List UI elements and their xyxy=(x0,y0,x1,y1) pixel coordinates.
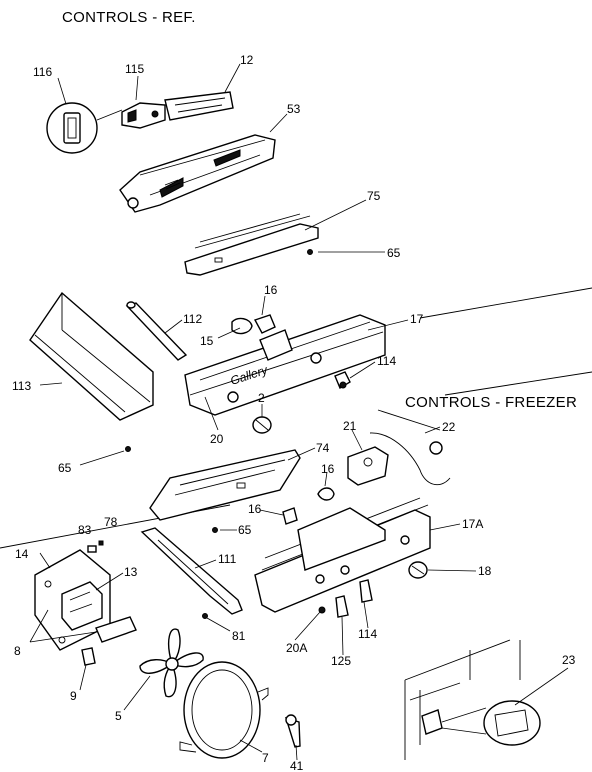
label-18: 18 xyxy=(478,564,492,578)
part-113-channel xyxy=(29,291,154,421)
label-78: 78 xyxy=(104,515,118,529)
label-111: 111 xyxy=(218,552,237,566)
part-114-screw xyxy=(334,371,351,390)
title-controls-freezer: CONTROLS - FREEZER xyxy=(405,394,577,411)
part-112-rod xyxy=(125,301,188,361)
label-115: 115 xyxy=(125,62,144,76)
label-21: 21 xyxy=(343,419,357,433)
label-83: 83 xyxy=(78,523,92,537)
label-41: 41 xyxy=(290,759,304,772)
part-53-control-housing xyxy=(119,134,276,213)
part-116-lens-callout xyxy=(46,102,123,154)
title-controls-ref: CONTROLS - REF. xyxy=(62,9,196,26)
label-8: 8 xyxy=(14,644,21,658)
part-41-screw xyxy=(284,714,301,748)
label-75: 75 xyxy=(367,189,381,203)
label-113: 113 xyxy=(12,379,31,393)
part-7-shroud-ring xyxy=(179,661,269,759)
label-23: 23 xyxy=(562,653,576,667)
label-13: 13 xyxy=(124,565,138,579)
part-23-cabinet-inset xyxy=(404,639,541,760)
label-5: 5 xyxy=(115,709,122,723)
screw-65-ref xyxy=(125,446,131,452)
label-114-a: 114 xyxy=(377,354,396,368)
screw-81 xyxy=(202,613,208,619)
label-14: 14 xyxy=(15,547,29,561)
label-125: 125 xyxy=(331,654,351,668)
label-17: 17 xyxy=(410,312,424,326)
label-20: 20 xyxy=(210,432,224,446)
part-8-9-brackets xyxy=(81,616,137,666)
label-16-c: 16 xyxy=(248,502,262,516)
label-74: 74 xyxy=(316,441,330,455)
part-22-capillary xyxy=(377,409,443,455)
leader-lines xyxy=(29,63,569,761)
part-15-16-bulb-socket xyxy=(231,314,293,361)
part-12-control-bracket xyxy=(164,91,234,121)
part-74-cover-plate xyxy=(149,449,301,521)
label-81: 81 xyxy=(232,629,246,643)
label-53: 53 xyxy=(287,102,301,116)
screw-65-freezer xyxy=(212,527,218,533)
label-65-a: 65 xyxy=(387,246,401,260)
label-20A: 20A xyxy=(286,641,307,655)
part-75-cover-plate xyxy=(184,213,319,276)
part-114-125-screws xyxy=(318,579,373,618)
label-116: 116 xyxy=(33,65,52,79)
part-115-slider xyxy=(121,102,166,129)
part-18-knob xyxy=(408,561,428,579)
part-number-labels: 116 115 12 53 75 65 16 112 17 15 113 114… xyxy=(12,53,576,772)
label-65-b: 65 xyxy=(58,461,72,475)
label-9: 9 xyxy=(70,689,77,703)
label-12: 12 xyxy=(240,53,254,67)
part-5-fan-blade xyxy=(139,628,204,698)
part-83-78-clips xyxy=(87,540,104,553)
label-16-a: 16 xyxy=(264,283,278,297)
label-114-b: 114 xyxy=(358,627,377,641)
part-17A-control-housing xyxy=(254,497,431,613)
part-16-bulb xyxy=(282,487,335,525)
label-16-b: 16 xyxy=(321,462,335,476)
part-2-knob xyxy=(252,416,272,434)
part-13-fan-motor xyxy=(61,581,103,631)
label-15: 15 xyxy=(200,334,214,348)
part-17-control-housing: Gallery xyxy=(184,314,386,416)
label-7: 7 xyxy=(262,751,269,765)
label-65-c: 65 xyxy=(238,523,252,537)
label-22: 22 xyxy=(442,420,456,434)
label-112: 112 xyxy=(183,312,202,326)
label-2: 2 xyxy=(258,391,265,405)
part-21-thermostat xyxy=(347,432,451,486)
part-111-shield xyxy=(140,527,243,615)
label-17A: 17A xyxy=(462,517,483,531)
